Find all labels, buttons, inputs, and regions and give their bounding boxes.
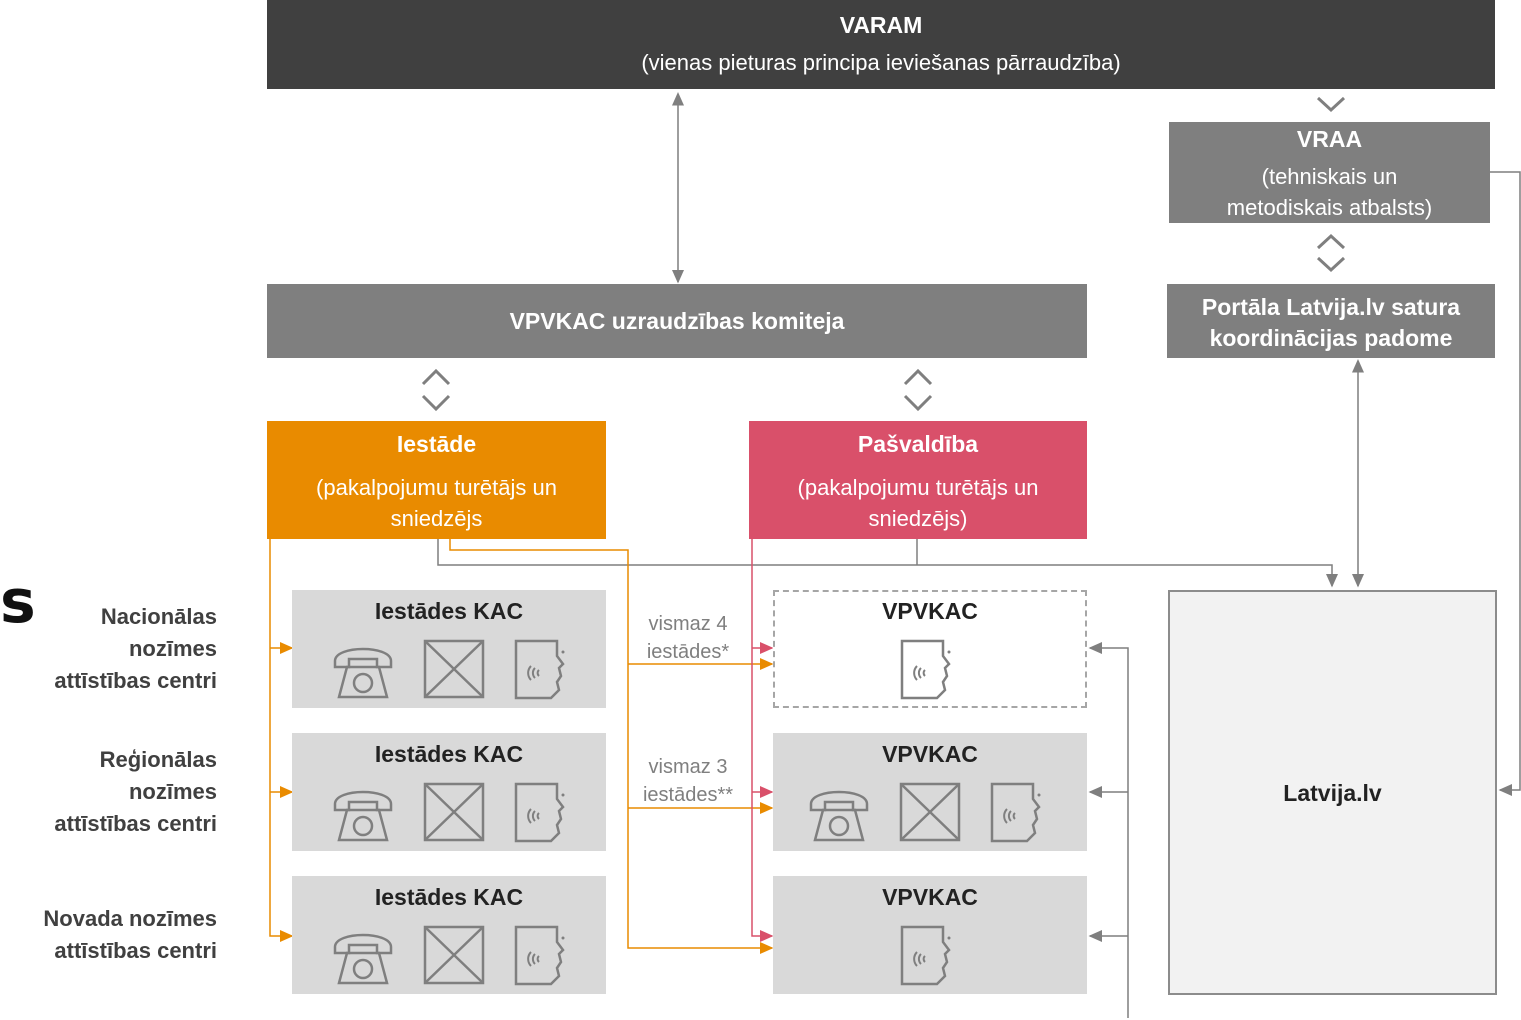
vraa-title: VRAA — [1296, 126, 1363, 152]
kac-title: Iestādes KAC — [374, 598, 524, 624]
vpvkac-box: VPVKAC — [773, 733, 1087, 851]
portal-council-line1: Portāla Latvija.lv satura — [1201, 294, 1461, 320]
iestades-kac-box: Iestādes KAC — [292, 876, 606, 994]
vraa-subtitle-2: metodiskais atbalsts) — [1226, 195, 1433, 220]
committee-title: VPVKAC uzraudzības komiteja — [509, 308, 845, 334]
committee-box: VPVKAC uzraudzības komiteja — [267, 284, 1087, 358]
iestade-box: Iestāde (pakalpojumu turētājs un sniedzē… — [267, 421, 606, 539]
iestade-subtitle-1: (pakalpojumu turētājs un — [316, 475, 557, 500]
vraa-box: VRAA (tehniskais un metodiskais atbalsts… — [1169, 122, 1490, 223]
vpvkac-title: VPVKAC — [882, 884, 978, 910]
cropped-text-fragment: s — [0, 567, 36, 637]
iestades-kac-box: Iestādes KAC — [292, 733, 606, 851]
vpvkac-title: VPVKAC — [882, 598, 978, 624]
vraa-subtitle-1: (tehniskais un — [1261, 164, 1398, 189]
vpvkac-title: VPVKAC — [882, 741, 978, 767]
varam-box: VARAM (vienas pieturas principa ieviešan… — [267, 0, 1495, 89]
pasvaldiba-subtitle-2: sniedzējs) — [868, 506, 968, 531]
portal-council-line2: koordinācijas padome — [1209, 325, 1453, 351]
chevron-updown-icon — [421, 368, 451, 412]
pasvaldiba-title: Pašvaldība — [857, 431, 979, 457]
iestade-title: Iestāde — [396, 431, 477, 457]
kac-title: Iestādes KAC — [374, 741, 524, 767]
row-label-national: Nacionālas nozīmes attīstības centri — [54, 604, 217, 693]
portal-council-box: Portāla Latvija.lv satura koordinācijas … — [1167, 284, 1495, 358]
latvija-lv-box: Latvija.lv — [1168, 590, 1497, 995]
chevron-down-icon — [1316, 96, 1346, 113]
iestades-kac-box: Iestādes KAC — [292, 590, 606, 708]
row-label-county: Novada nozīmes attīstības centri — [43, 906, 217, 963]
latvija-lv-title: Latvija.lv — [1283, 780, 1382, 806]
vpvkac-box-planned: VPVKAC — [773, 590, 1087, 708]
pasvaldiba-subtitle-1: (pakalpojumu turētājs un — [797, 475, 1039, 500]
chevron-updown-icon — [1316, 233, 1346, 273]
varam-title: VARAM — [839, 12, 923, 38]
kac-title: Iestādes KAC — [374, 884, 524, 910]
row-label-regional: Reģionālas nozīmes attīstības centri — [54, 747, 217, 836]
varam-subtitle: (vienas pieturas principa ieviešanas pār… — [641, 50, 1121, 75]
iestade-subtitle-2: sniedzējs — [390, 506, 483, 531]
note-national: vismaz 4 iestādes* — [646, 613, 730, 663]
note-regional: vismaz 3 iestādes** — [642, 756, 734, 806]
vpvkac-box: VPVKAC — [773, 876, 1087, 994]
pasvaldiba-box: Pašvaldība (pakalpojumu turētājs un snie… — [749, 421, 1087, 539]
chevron-updown-icon — [903, 368, 933, 412]
